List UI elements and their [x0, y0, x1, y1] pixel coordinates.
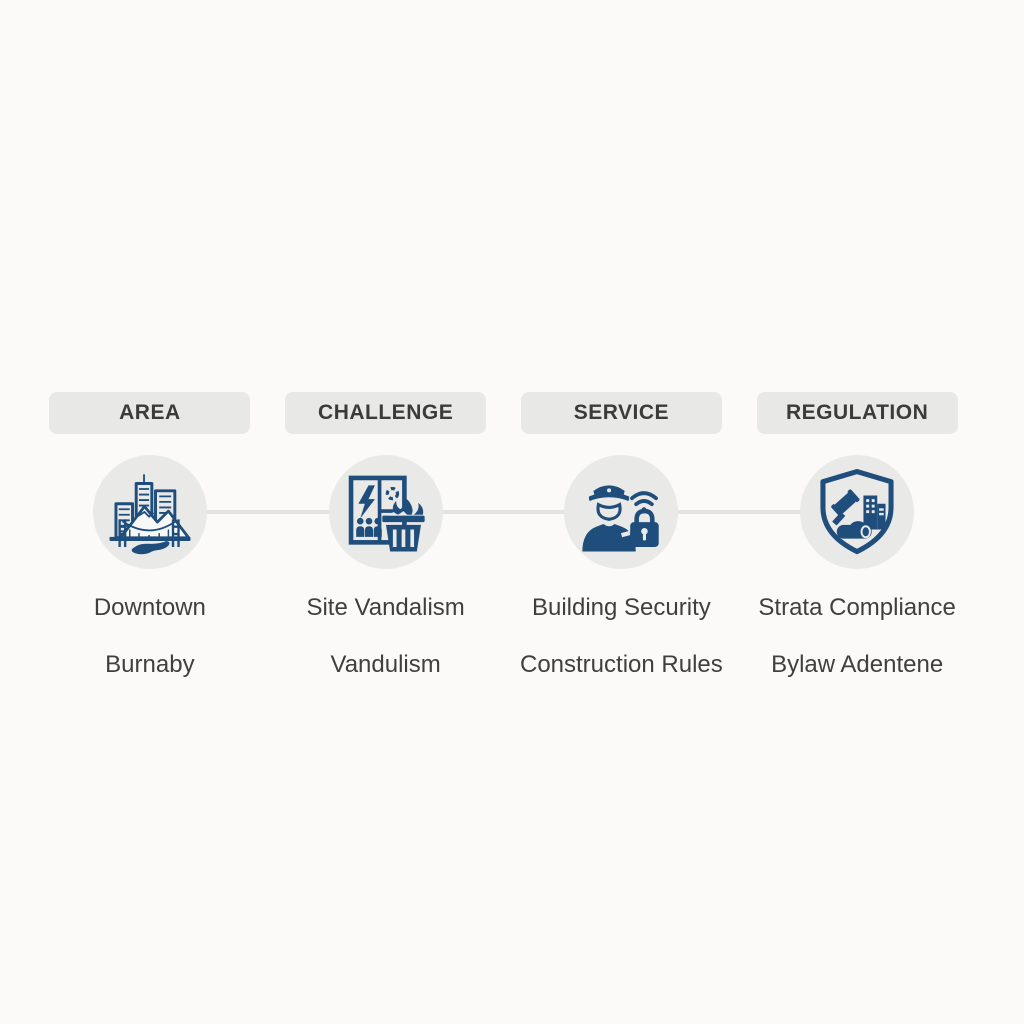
shield-gavel-icon	[820, 468, 894, 555]
security-guard-lock-icon	[582, 485, 660, 552]
icon-circle-area	[92, 455, 207, 569]
label-secondary-regulation: Bylaw Adentene	[771, 651, 944, 678]
icon-circle-service	[564, 455, 679, 569]
label-secondary-area: Burnaby	[105, 651, 195, 678]
header-label-regulation: REGULATION	[785, 401, 929, 424]
icon-circle-challenge	[328, 455, 443, 569]
header-pill-area: AREA	[49, 392, 251, 434]
vandalism-fire-icon	[348, 475, 425, 552]
column-regulation: REGULATION	[739, 392, 975, 679]
header-pill-regulation: REGULATION	[756, 392, 958, 434]
column-area: AREA	[32, 392, 268, 679]
label-primary-area: Downtown	[93, 594, 206, 621]
city-bridge-icon	[109, 474, 191, 555]
column-challenge: CHALLENGE	[268, 392, 504, 679]
header-label-service: SERVICE	[573, 401, 670, 424]
label-primary-challenge: Site Vandalism	[306, 594, 465, 621]
header-label-challenge: CHALLENGE	[318, 401, 454, 424]
header-pill-challenge: CHALLENGE	[285, 392, 487, 434]
label-primary-regulation: Strata Compliance	[758, 594, 956, 621]
icon-circle-regulation	[800, 455, 915, 569]
columns-row: AREA	[32, 392, 975, 679]
label-primary-service: Building Security	[531, 594, 711, 621]
header-label-area: AREA	[119, 401, 181, 424]
header-pill-service: SERVICE	[520, 392, 722, 434]
label-secondary-challenge: Vandulism	[330, 651, 441, 678]
label-secondary-service: Construction Rules	[519, 651, 723, 678]
connector-line	[150, 510, 857, 514]
column-service: SERVICE	[504, 392, 740, 679]
